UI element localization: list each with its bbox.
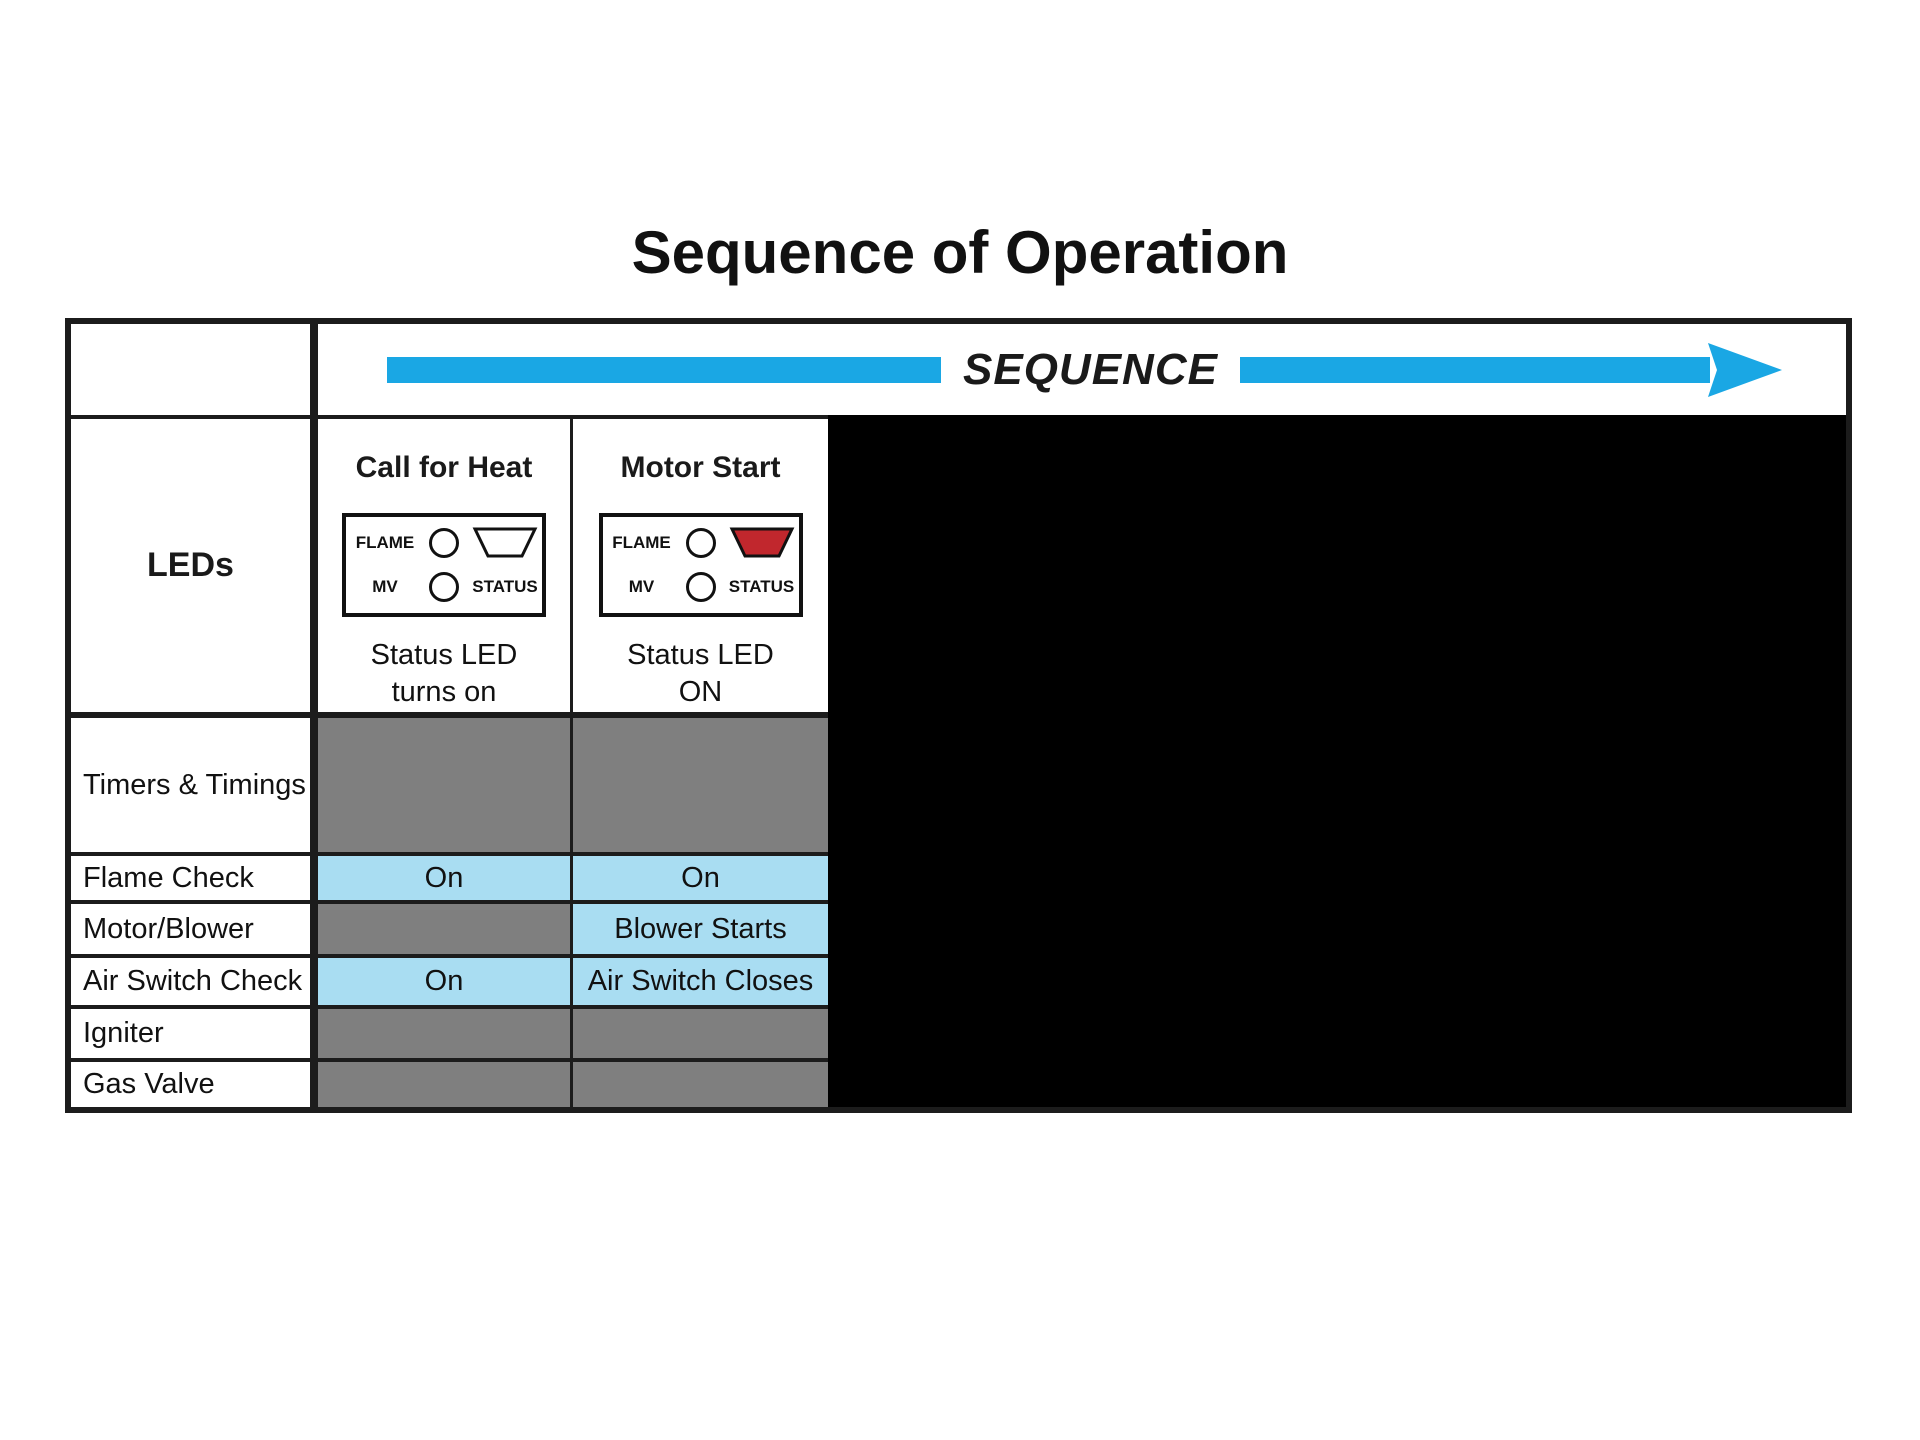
table-cell: Blower Starts — [573, 904, 828, 954]
motor-start-status-text: Status LED ON — [627, 638, 774, 709]
table-row-label: Igniter — [71, 1009, 310, 1058]
flame-led-label: FLAME — [612, 532, 671, 552]
table-cell — [318, 1062, 570, 1107]
redacted-black-panel — [828, 415, 1846, 1107]
call-for-heat-status-text: Status LED turns on — [370, 638, 518, 709]
table-cell: Air Switch Closes — [573, 958, 828, 1005]
call-for-heat-title: Call for Heat — [355, 451, 533, 484]
table-row-label: Timers & Timings — [71, 718, 310, 852]
flame-led-label: FLAME — [355, 532, 415, 552]
flame-led-circle — [429, 527, 459, 558]
sequence-of-operation-table: SEQUENCE LEDs Call for Heat FLAME MV STA… — [65, 318, 1852, 1113]
table-cell: On — [318, 958, 570, 1005]
mv-led-label: MV — [628, 576, 655, 596]
table-row-label: Motor/Blower — [71, 904, 310, 954]
sequence-header-cell: SEQUENCE — [318, 324, 1846, 415]
table-cell — [573, 718, 828, 852]
led-panel-motor-start: FLAME MV STATUS — [598, 513, 803, 617]
sequence-header-label: SEQUENCE — [963, 344, 1218, 394]
page-title: Sequence of Operation — [631, 219, 1289, 286]
table-cell — [573, 1009, 828, 1058]
status-led-label: STATUS — [472, 576, 538, 596]
table-row-label: Air Switch Check — [71, 958, 310, 1005]
table-cell — [573, 1062, 828, 1107]
sequence-line-left — [387, 356, 941, 383]
status-led-off-icon — [472, 527, 538, 558]
table-row-label: Gas Valve — [71, 1062, 310, 1107]
table-cell — [318, 904, 570, 954]
motor-start-cell: Motor Start FLAME MV STATUS Status LED O… — [573, 419, 828, 712]
table-cell: On — [573, 856, 828, 900]
call-for-heat-cell: Call for Heat FLAME MV STATUS Status LED… — [318, 419, 570, 712]
flame-led-circle — [685, 527, 716, 558]
table-row-label: Flame Check — [71, 856, 310, 900]
mv-led-circle — [685, 571, 716, 602]
mv-led-label: MV — [372, 576, 398, 596]
table-cell: On — [318, 856, 570, 900]
table-cell — [318, 718, 570, 852]
status-led-on-icon — [729, 527, 794, 558]
status-led-label: STATUS — [728, 576, 795, 596]
motor-start-title: Motor Start — [620, 451, 781, 484]
header-empty-cell — [71, 324, 310, 415]
table-cell — [318, 1009, 570, 1058]
leds-row-label: LEDs — [71, 419, 310, 712]
mv-led-circle — [429, 571, 459, 602]
led-panel-call-for-heat: FLAME MV STATUS — [342, 513, 546, 617]
sequence-line-right — [1239, 356, 1710, 383]
sequence-arrowhead-icon — [1707, 342, 1782, 397]
